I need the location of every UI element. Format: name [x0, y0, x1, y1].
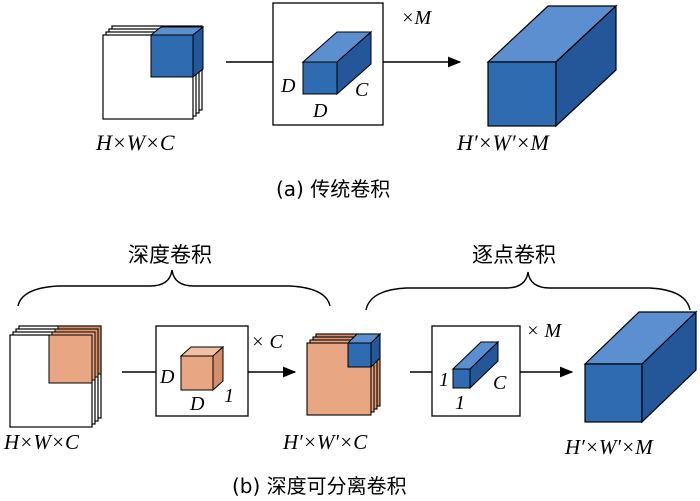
repeat-m-label: ×M	[401, 7, 432, 29]
input-feature-map-b	[9, 325, 102, 428]
input-feature-map	[102, 25, 205, 120]
dw-kernel-depth-label: 1	[224, 385, 234, 407]
repeat-c-label: × C	[251, 331, 283, 353]
kernel-depth-label: C	[355, 79, 369, 101]
kernel-cuboid	[301, 30, 373, 96]
kernel-box: D D C	[272, 2, 384, 126]
input-kernel-region	[149, 25, 205, 79]
intermediate-feature-map	[306, 332, 382, 416]
pointwise-kernel-box: 1 1 C	[431, 325, 521, 417]
separable-conv-panel: 深度卷积 逐点卷积 H×W×C	[3, 243, 698, 498]
caption-a: (a) 传统卷积	[276, 177, 390, 201]
output-dims-label-b: H′×W′×M	[564, 435, 654, 459]
kernel-height-label: D	[280, 75, 296, 97]
dw-kernel-width-label: D	[189, 393, 205, 415]
pw-kernel-width-label: 1	[455, 392, 465, 414]
depthwise-brace	[17, 269, 331, 307]
pointwise-kernel-cuboid	[451, 340, 500, 390]
intermediate-blue-region	[346, 332, 382, 369]
dw-kernel-height-label: D	[159, 366, 175, 388]
pointwise-title: 逐点卷积	[472, 243, 556, 267]
input-orange-region	[48, 325, 102, 384]
output-cuboid-b	[583, 310, 698, 424]
output-cuboid	[486, 4, 618, 128]
output-dims-label: H′×W′×M	[456, 130, 551, 155]
depthwise-kernel-box: D D 1	[155, 325, 249, 417]
depthwise-kernel-cube	[179, 345, 225, 392]
repeat-m-label-b: × M	[526, 320, 562, 342]
mid-dims-label: H′×W′×C	[282, 430, 368, 454]
pw-kernel-depth-label: C	[493, 372, 507, 394]
input-dims-label: H×W×C	[95, 130, 175, 155]
input-dims-label-b: H×W×C	[3, 430, 80, 454]
pointwise-brace	[365, 271, 691, 311]
caption-b: (b) 深度可分离卷积	[232, 474, 407, 498]
standard-conv-panel: H×W×C D D C ×M H′×W′×M (a) 传统卷积	[95, 2, 618, 201]
pw-kernel-height-label: 1	[439, 369, 449, 391]
depthwise-title: 深度卷积	[128, 243, 212, 267]
kernel-width-label: D	[312, 100, 328, 122]
